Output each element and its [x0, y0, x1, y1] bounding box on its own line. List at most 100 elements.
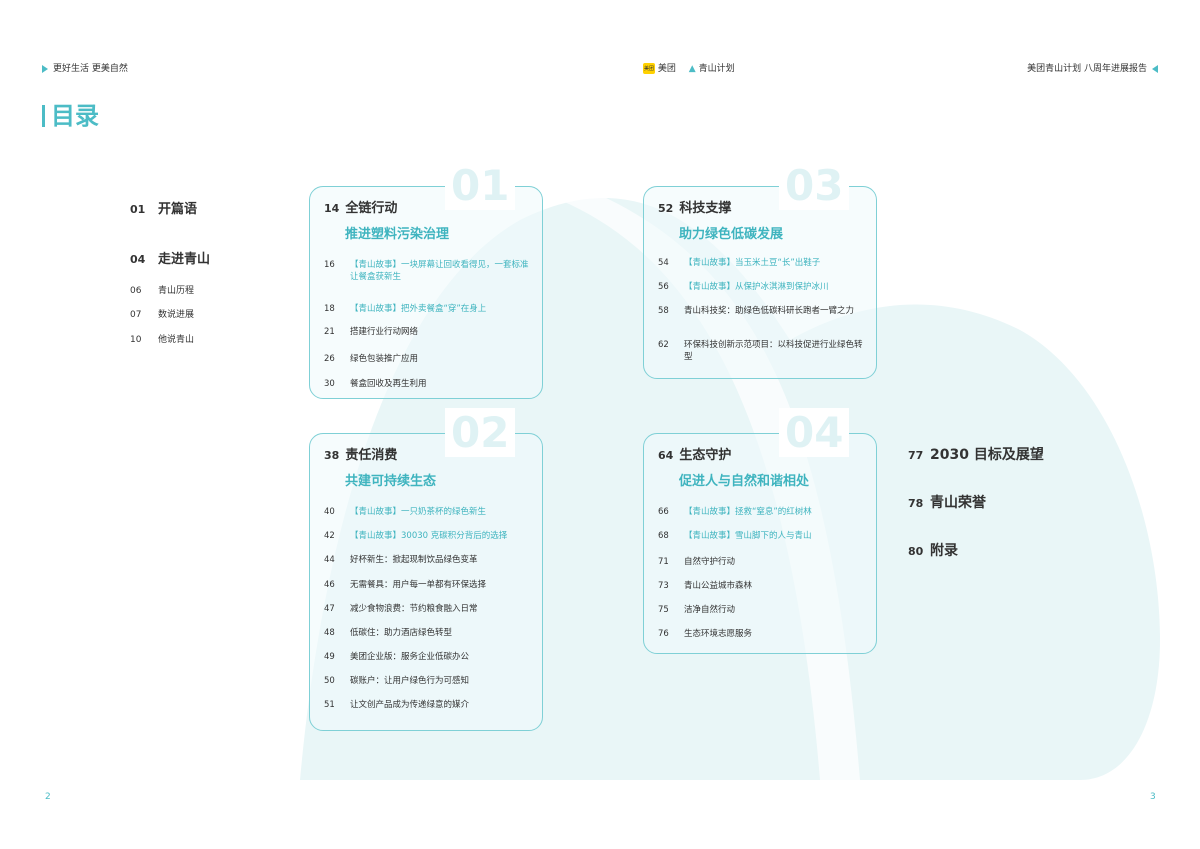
toc-page-number: 48	[324, 628, 335, 638]
meituan-logo-icon: 美团	[643, 63, 656, 74]
toc-page-number: 40	[324, 507, 335, 517]
toc-item-label: 【青山故事】30030 克碳积分背后的选择	[350, 531, 508, 541]
toc-item[interactable]: 30 餐盒回收及再生利用	[324, 378, 534, 390]
header-slogan: 更好生活 更美自然	[42, 61, 128, 74]
toc-item[interactable]: 18 【青山故事】把外卖餐盒“穿”在身上	[324, 303, 534, 315]
toc-item[interactable]: 56 【青山故事】从保护冰淇淋到保护冰川	[658, 281, 868, 293]
chapter-number-watermark: 02	[445, 408, 516, 457]
toc-label: 走进青山	[158, 252, 211, 267]
toc-page-number: 10	[130, 335, 142, 345]
toc-page-number: 76	[658, 629, 669, 639]
chapter-title: 全链行动	[345, 201, 398, 216]
toc-item[interactable]: 47 减少食物浪费：节约粮食融入日常	[324, 603, 534, 615]
toc-item[interactable]: 40 【青山故事】一只奶茶杯的绿色新生	[324, 506, 534, 518]
chapter-heading[interactable]: 52 科技支撑	[658, 197, 731, 216]
toc-item[interactable]: 54【青山故事】当玉米土豆“长”出鞋子	[658, 257, 868, 269]
toc-item-label: 餐盒回收及再生利用	[350, 379, 427, 389]
toc-page-number: 56	[658, 282, 669, 292]
toc-page-number: 47	[324, 604, 335, 614]
chapter-subtitle: 共建可持续生态	[345, 474, 437, 489]
slogan-text: 更好生活 更美自然	[53, 64, 128, 74]
toc-item-label: 【青山故事】一只奶茶杯的绿色新生	[350, 507, 487, 517]
toc-item[interactable]: 16【青山故事】一块屏幕让回收看得见，一套标准让餐盒获新生	[324, 259, 534, 283]
toc-page-number: 44	[324, 555, 335, 565]
toc-page-number: 80	[908, 545, 924, 558]
toc-item-label: 减少食物浪费：节约粮食融入日常	[350, 604, 478, 614]
toc-page-number: 68	[658, 531, 669, 541]
toc-item-label: 无需餐具：用户每一单都有环保选择	[350, 580, 487, 590]
toc-page-number: 54	[658, 258, 669, 268]
toc-item-label: 【青山故事】把外卖餐盒“穿”在身上	[350, 304, 487, 314]
triangle-right-icon	[42, 64, 48, 73]
chapter-subtitle: 促进人与自然和谐相处	[679, 474, 810, 489]
toc-item[interactable]: 46 无需餐具：用户每一单都有环保选择	[324, 579, 534, 591]
header-report-title: 美团青山计划 八周年进展报告	[1027, 61, 1158, 74]
toc-item-label: 【青山故事】从保护冰淇淋到保护冰川	[684, 282, 829, 292]
toc-item-label: 好杯新生：掀起现制饮品绿色变革	[350, 555, 478, 565]
chapter-number-watermark: 04	[779, 408, 850, 457]
chapter-title: 生态守护	[679, 448, 732, 463]
toc-item-label: 【青山故事】拯救“窒息”的红树林	[684, 507, 812, 517]
toc-item-label: 美团企业版：服务企业低碳办公	[350, 652, 470, 662]
toc-page-number: 51	[324, 700, 335, 710]
toc-item-label: 环保科技创新示范项目：以科技促进行业绿色转型	[684, 340, 863, 362]
chapter-number-text: 04	[779, 408, 850, 457]
toc-item[interactable]: 42【青山故事】30030 克碳积分背后的选择	[324, 530, 534, 542]
page-title: 目录	[42, 96, 99, 131]
chapter-subtitle: 推进塑料污染治理	[345, 227, 450, 242]
toc-page-number: 30	[324, 379, 335, 389]
toc-item[interactable]: 66【青山故事】拯救“窒息”的红树林	[658, 506, 868, 518]
toc-item[interactable]: 62 环保科技创新示范项目：以科技促进行业绿色转型	[658, 339, 868, 363]
toc-page-number: 71	[658, 557, 669, 567]
toc-page-number: 18	[324, 304, 335, 314]
chapter-number-text: 01	[445, 161, 516, 210]
toc-item-label: 【青山故事】雪山脚下的人与青山	[684, 531, 812, 541]
toc-item[interactable]: 44 好杯新生：掀起现制饮品绿色变革	[324, 554, 534, 566]
toc-label: 2030 目标及展望	[930, 447, 1044, 463]
chapter-subtitle: 助力绿色低碳发展	[679, 227, 784, 242]
toc-page-number: 46	[324, 580, 335, 590]
toc-page-number: 73	[658, 581, 669, 591]
chapter-title: 责任消费	[345, 448, 398, 463]
toc-page-number: 21	[324, 327, 335, 337]
toc-page-number: 62	[658, 340, 669, 350]
page-title-text: 目录	[51, 102, 99, 130]
chapter-page-number: 52	[658, 202, 674, 215]
chapter-title: 科技支撑	[679, 201, 732, 216]
qingshan-logo-text: 青山计划	[698, 64, 735, 74]
toc-label: 青山历程	[158, 286, 195, 296]
toc-item[interactable]: 68 【青山故事】雪山脚下的人与青山	[658, 530, 868, 542]
toc-item-label: 碳账户：让用户绿色行为可感知	[350, 676, 470, 686]
toc-page-number: 58	[658, 306, 669, 316]
toc-item-label: 洁净自然行动	[684, 605, 736, 615]
toc-label: 开篇语	[158, 202, 198, 217]
toc-page-number: 07	[130, 310, 142, 320]
toc-label: 青山荣誉	[930, 495, 986, 511]
